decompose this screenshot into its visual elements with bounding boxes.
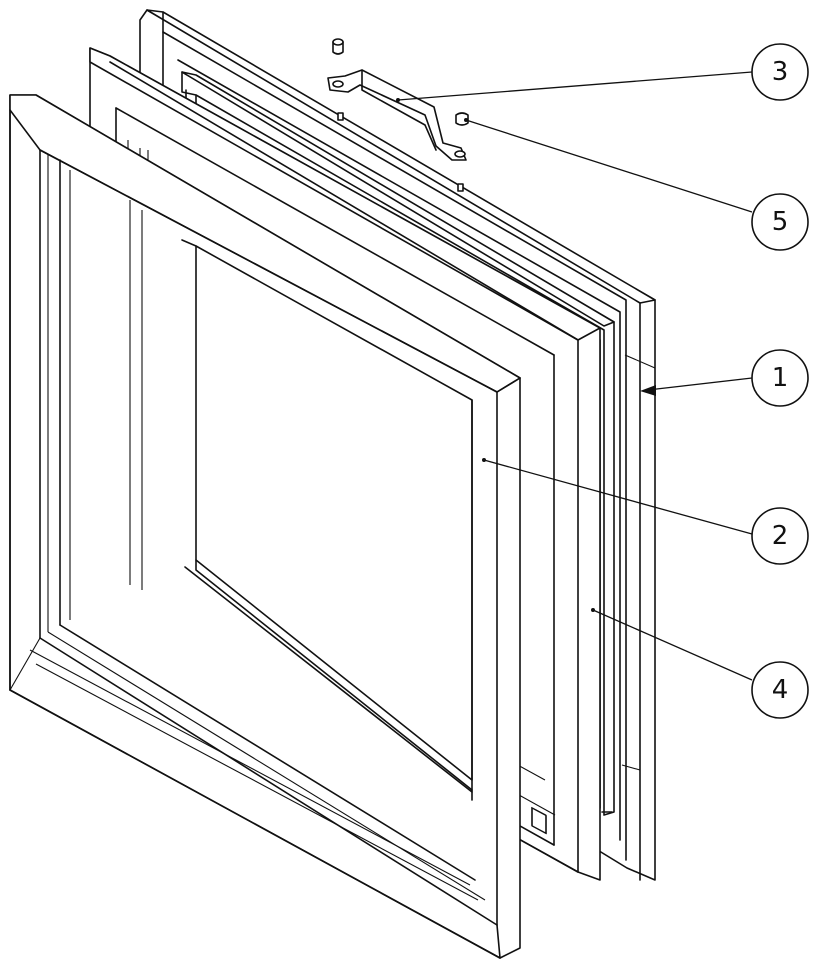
callout-balloon-1: 1 — [751, 349, 809, 407]
callout-number: 1 — [772, 363, 789, 393]
nut-top — [332, 38, 344, 55]
leader-lines — [396, 71, 753, 681]
leader-5 — [465, 119, 753, 213]
callout-balloon-2: 2 — [751, 507, 809, 565]
callout-number: 3 — [772, 57, 789, 87]
callout-number: 4 — [772, 675, 789, 705]
leader-2 — [483, 459, 753, 535]
leader-4 — [592, 609, 753, 681]
leader-3 — [397, 71, 753, 101]
bolt-stubs — [337, 112, 464, 192]
callout-number: 2 — [772, 521, 789, 551]
callout-balloon-3: 3 — [751, 43, 809, 101]
leader-1 — [647, 377, 753, 391]
hanging-bracket — [327, 69, 467, 161]
leader-1-arrowhead — [640, 385, 656, 396]
callout-balloon-4: 4 — [751, 661, 809, 719]
front-frame — [9, 94, 521, 959]
callout-balloon-5: 5 — [751, 193, 809, 251]
callout-number: 5 — [772, 207, 789, 237]
nut-side — [455, 112, 469, 126]
